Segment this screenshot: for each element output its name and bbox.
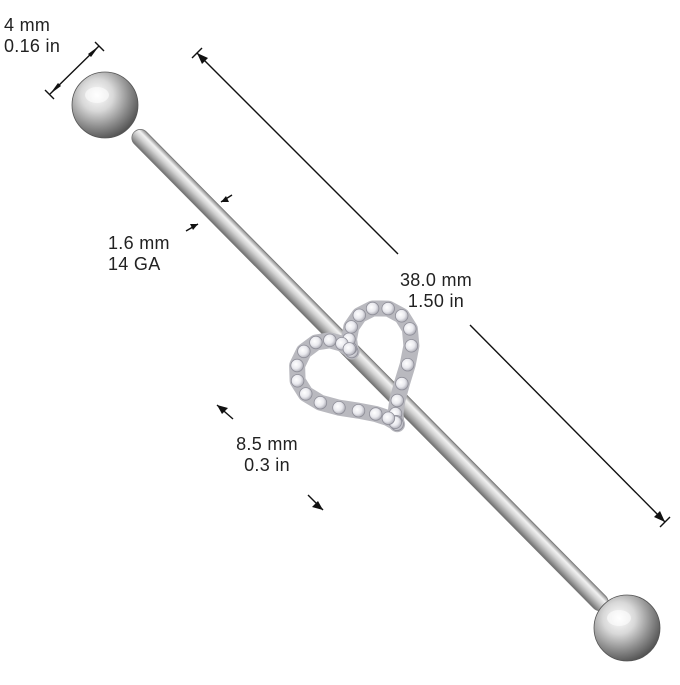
crystal-stone — [365, 301, 380, 316]
crystal-stone — [390, 393, 405, 408]
length-metric: 38.0 mm — [399, 270, 473, 290]
crystal-stone — [403, 322, 417, 336]
charm-size-metric: 8.5 mm — [236, 434, 298, 454]
heart-charm — [289, 300, 420, 433]
crystal-stone — [313, 396, 328, 410]
charm-size-imperial: 0.3 in — [244, 455, 290, 475]
crystal-stone — [351, 404, 366, 418]
top-ball — [71, 71, 139, 139]
dimension-arrows — [50, 46, 665, 522]
crystal-stone — [299, 387, 313, 401]
charm-size-label: 8.5 mm 0.3 in — [224, 434, 310, 476]
length-label: 38.0 mm 1.50 in — [388, 270, 484, 312]
crystal-stone — [395, 309, 409, 323]
gauge-metric: 1.6 mm — [108, 233, 170, 253]
crystal-stone — [352, 308, 367, 323]
ball-size-metric: 4 mm — [4, 15, 51, 35]
gauge-label: 1.6 mm 14 GA — [108, 233, 170, 275]
crystal-stone — [395, 376, 409, 391]
crystal-stone — [290, 358, 304, 373]
crystal-stone — [404, 339, 419, 353]
crystal-stone — [344, 320, 359, 334]
crystal-stone — [323, 333, 337, 348]
barbell-shaft — [131, 129, 609, 611]
bottom-ball — [593, 594, 661, 662]
crystal-stone — [401, 358, 415, 372]
length-imperial: 1.50 in — [407, 291, 465, 311]
crystal-stone — [297, 344, 311, 359]
ball-size-imperial: 0.16 in — [4, 36, 61, 56]
ball-size-label: 4 mm 0.16 in — [4, 15, 60, 57]
crystal-stone — [381, 301, 395, 316]
crystal-stone — [309, 335, 323, 350]
crystal-stone — [342, 342, 357, 356]
crystal-stone — [290, 374, 305, 388]
crystal-stone — [332, 401, 346, 415]
gauge-imperial: 14 GA — [108, 254, 161, 274]
crystal-stone — [369, 407, 383, 421]
dimension-lines — [44, 41, 671, 528]
crystal-stone — [381, 411, 396, 425]
